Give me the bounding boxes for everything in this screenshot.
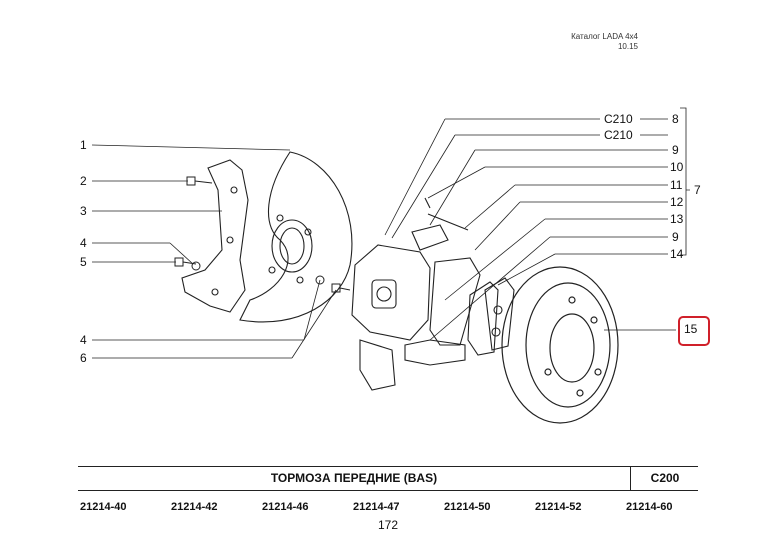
title-bar: ТОРМОЗА ПЕРЕДНИЕ (BAS) C200 (78, 466, 698, 491)
page-number: 172 (378, 518, 399, 532)
caliper (351, 197, 481, 391)
model-code: 21214-60 (626, 501, 673, 513)
model-code: 21214-40 (80, 501, 127, 513)
model-code: 21214-46 (262, 501, 309, 513)
highlight-box (678, 316, 710, 346)
ref-c210-b[interactable]: C210 (604, 128, 633, 142)
model-code: 21214-42 (171, 501, 218, 513)
callout-9: 9 (672, 143, 679, 157)
leader-lines-left (91, 144, 337, 359)
callout-5: 5 (80, 255, 87, 269)
model-code: 21214-52 (535, 501, 582, 513)
catalog-version: 10.15 (617, 42, 638, 51)
callout-4b: 4 (80, 333, 87, 347)
callout-11: 11 (670, 178, 683, 192)
callout-10: 10 (670, 160, 684, 174)
callout-13: 13 (670, 212, 684, 226)
callout-9b: 9 (672, 230, 679, 244)
leader-lines-right (384, 107, 690, 341)
callout-3: 3 (80, 204, 87, 218)
model-code: 21214-50 (444, 501, 491, 513)
callout-12: 12 (670, 195, 684, 209)
catalog-name: Каталог LADA 4x4 (571, 32, 638, 41)
bolts (174, 176, 351, 293)
callout-14: 14 (670, 247, 684, 261)
section-code: C200 (630, 467, 699, 490)
brake-pads (467, 277, 515, 356)
brake-disc (501, 266, 619, 424)
callout-15[interactable]: 15 (684, 322, 698, 336)
model-code: 21214-47 (353, 501, 400, 513)
shield-bracket (181, 159, 249, 313)
callout-1: 1 (80, 138, 87, 152)
dust-shield (239, 151, 353, 323)
callout-6: 6 (80, 351, 87, 365)
ref-c210-a[interactable]: C210 (604, 112, 633, 126)
callout-4: 4 (80, 236, 87, 250)
callout-8: 8 (672, 112, 679, 126)
callout-2: 2 (80, 174, 87, 188)
section-title: ТОРМОЗА ПЕРЕДНИЕ (BAS) (270, 471, 438, 485)
callout-group-7: 7 (694, 183, 701, 197)
